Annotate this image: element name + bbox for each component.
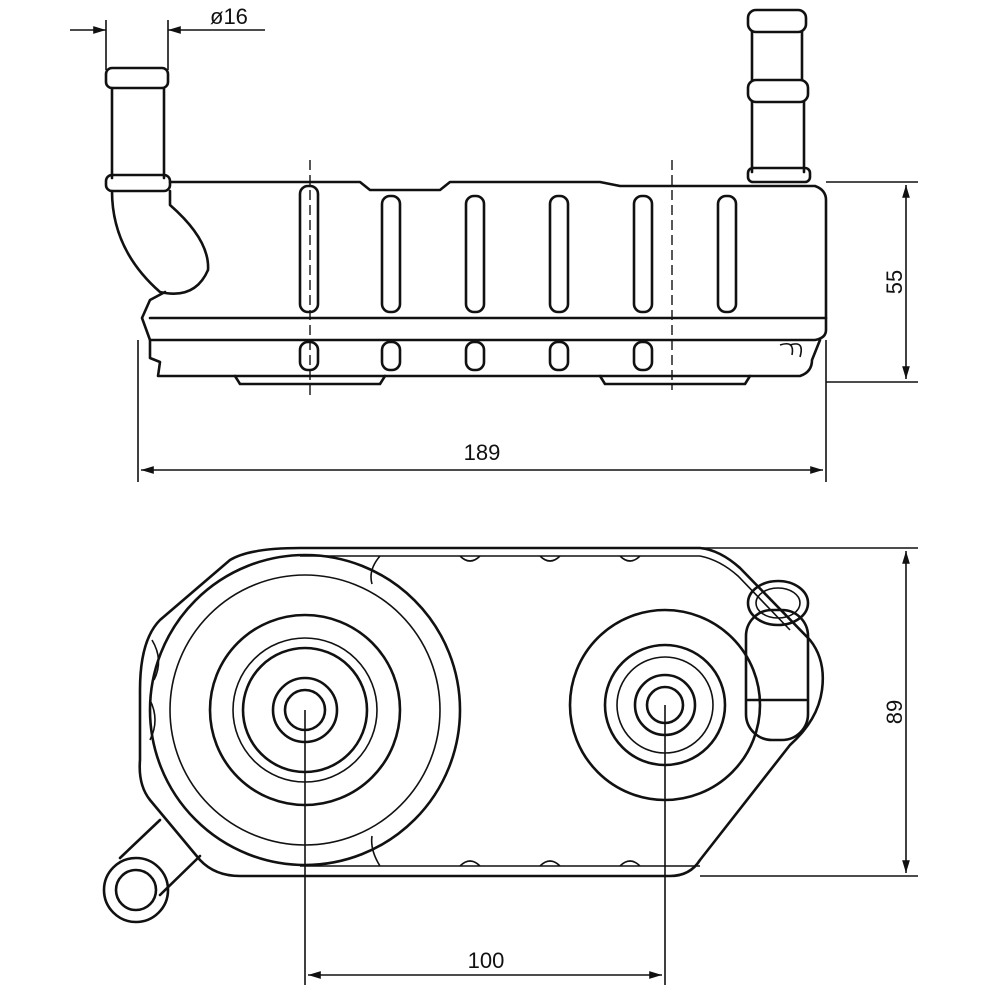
dimension-label-width: 89 bbox=[882, 700, 907, 724]
left-pipe bbox=[104, 66, 210, 295]
dimension-port-spacing: 100 bbox=[304, 705, 666, 985]
top-pipe bbox=[744, 579, 810, 742]
ribs bbox=[298, 184, 738, 372]
dimension-width: 89 bbox=[700, 547, 918, 877]
dimension-height: 55 bbox=[826, 181, 918, 383]
mounting-tab bbox=[102, 818, 202, 924]
dimension-label-pipe-diameter: ø16 bbox=[210, 4, 248, 29]
side-view: ø16 55 189 bbox=[70, 4, 918, 482]
cooler-body-side bbox=[140, 160, 828, 400]
right-pipe bbox=[746, 8, 812, 184]
dimension-length: 189 bbox=[137, 340, 827, 482]
dimension-label-port-spacing: 100 bbox=[468, 948, 505, 973]
top-view: 89 100 bbox=[102, 546, 918, 985]
dimension-label-length: 189 bbox=[464, 440, 501, 465]
dimension-pipe-diameter: ø16 bbox=[70, 4, 265, 70]
dimension-label-height: 55 bbox=[882, 270, 907, 294]
